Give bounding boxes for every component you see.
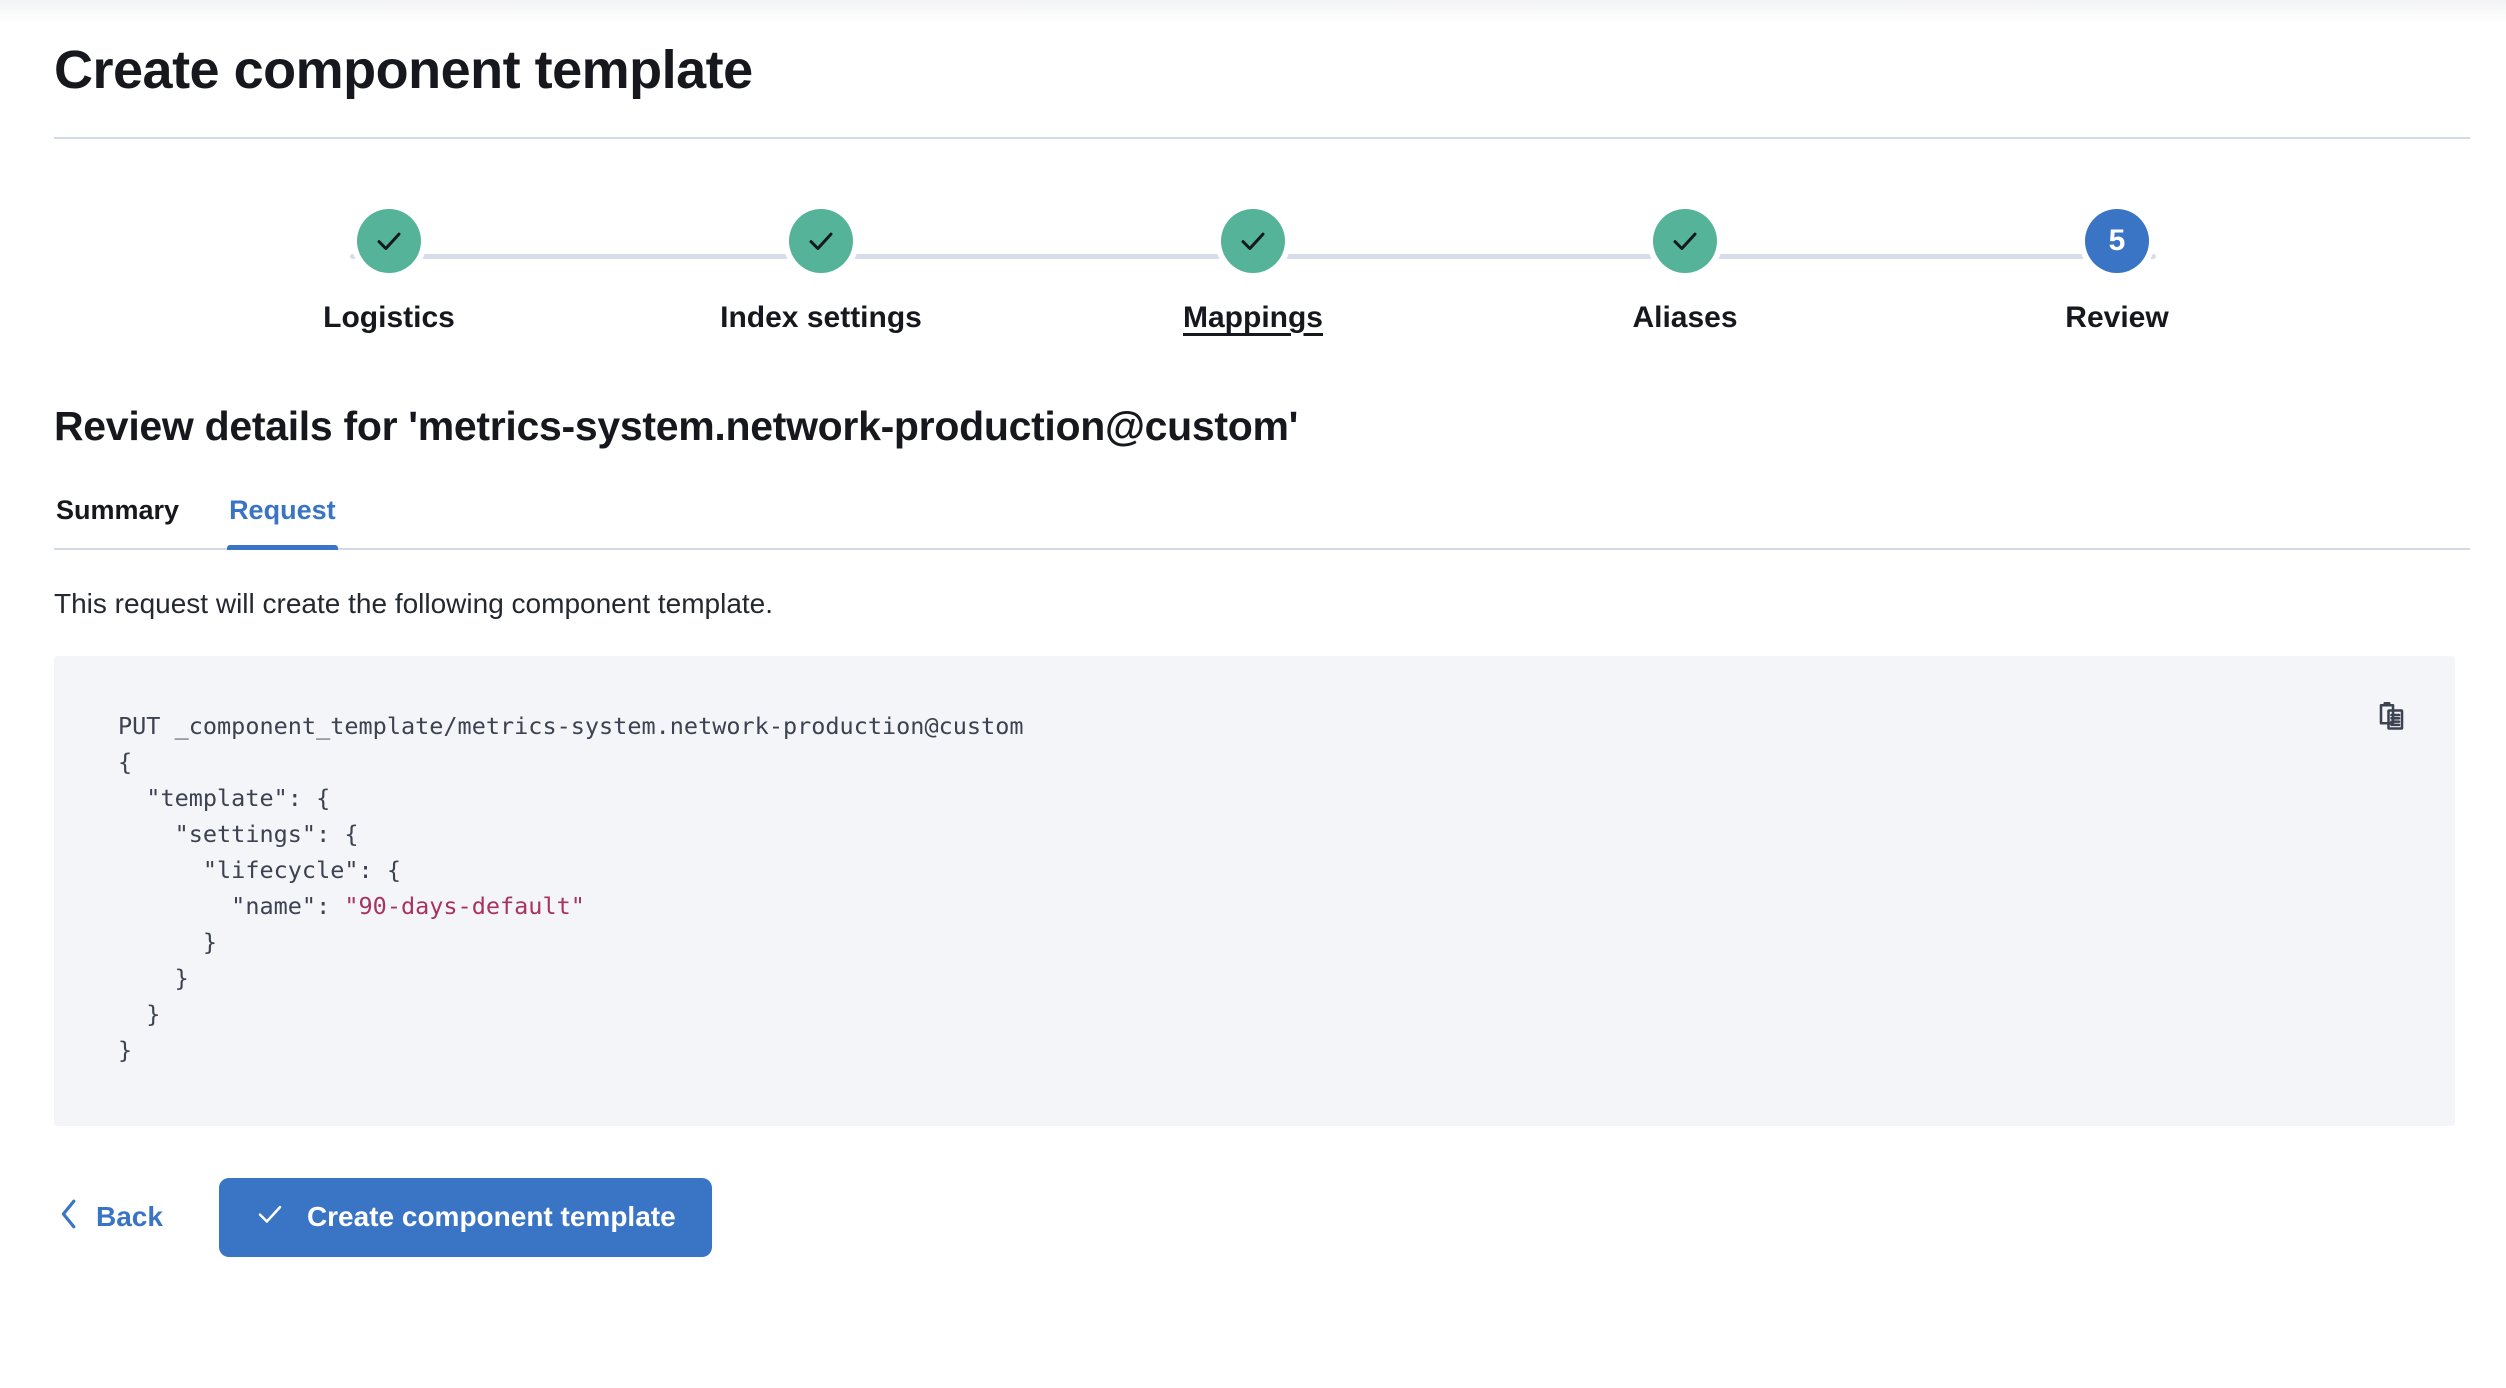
step-label-review: Review xyxy=(2065,300,2169,334)
page-title: Create component template xyxy=(54,40,753,100)
request-code-panel: PUT _component_template/metrics-system.n… xyxy=(54,655,2455,1126)
create-component-template-button[interactable]: Create component template xyxy=(218,1177,712,1257)
check-icon xyxy=(255,1199,285,1236)
request-string-value: "90-days-default" xyxy=(344,891,585,920)
step-label-index-settings: Index settings xyxy=(720,300,922,334)
step-index-settings[interactable]: Index settings xyxy=(720,208,922,335)
step-marker-check-icon xyxy=(1221,208,1285,273)
wizard-stepper: Logistics Index settings Mappings Aliase… xyxy=(54,208,2452,359)
copy-clipboard-icon[interactable] xyxy=(2367,692,2419,744)
request-method-line: PUT _component_template/metrics-system.n… xyxy=(118,711,1024,740)
review-section-title: Review details for 'metrics-system.netwo… xyxy=(54,402,1299,449)
chevron-left-icon xyxy=(58,1198,80,1237)
back-button-label: Back xyxy=(96,1201,163,1233)
step-label-logistics: Logistics xyxy=(323,300,455,334)
stepper-steps: Logistics Index settings Mappings Aliase… xyxy=(54,208,2452,335)
step-label-mappings: Mappings xyxy=(1183,300,1323,334)
tab-summary[interactable]: Summary xyxy=(54,495,181,548)
step-logistics[interactable]: Logistics xyxy=(299,208,479,335)
page-container: Create component template Logistics Inde… xyxy=(54,40,2470,1257)
back-button[interactable]: Back xyxy=(54,1190,167,1245)
step-review[interactable]: 5 Review xyxy=(2027,208,2207,335)
tab-request[interactable]: Request xyxy=(227,495,338,550)
step-marker-check-icon xyxy=(357,208,421,273)
step-mappings[interactable]: Mappings xyxy=(1163,208,1343,335)
step-aliases[interactable]: Aliases xyxy=(1595,208,1775,335)
step-marker-number: 5 xyxy=(2085,208,2149,273)
request-code-block: PUT _component_template/metrics-system.n… xyxy=(118,711,1024,1064)
review-tabs: Summary Request xyxy=(54,495,2470,550)
title-divider xyxy=(54,136,2470,139)
step-marker-check-icon xyxy=(789,208,853,273)
wizard-footer: Back Create component template xyxy=(54,1177,2452,1257)
create-component-template-label: Create component template xyxy=(306,1201,676,1233)
request-description: This request will create the following c… xyxy=(54,587,774,619)
step-marker-check-icon xyxy=(1653,208,1717,273)
step-label-aliases: Aliases xyxy=(1632,300,1738,334)
